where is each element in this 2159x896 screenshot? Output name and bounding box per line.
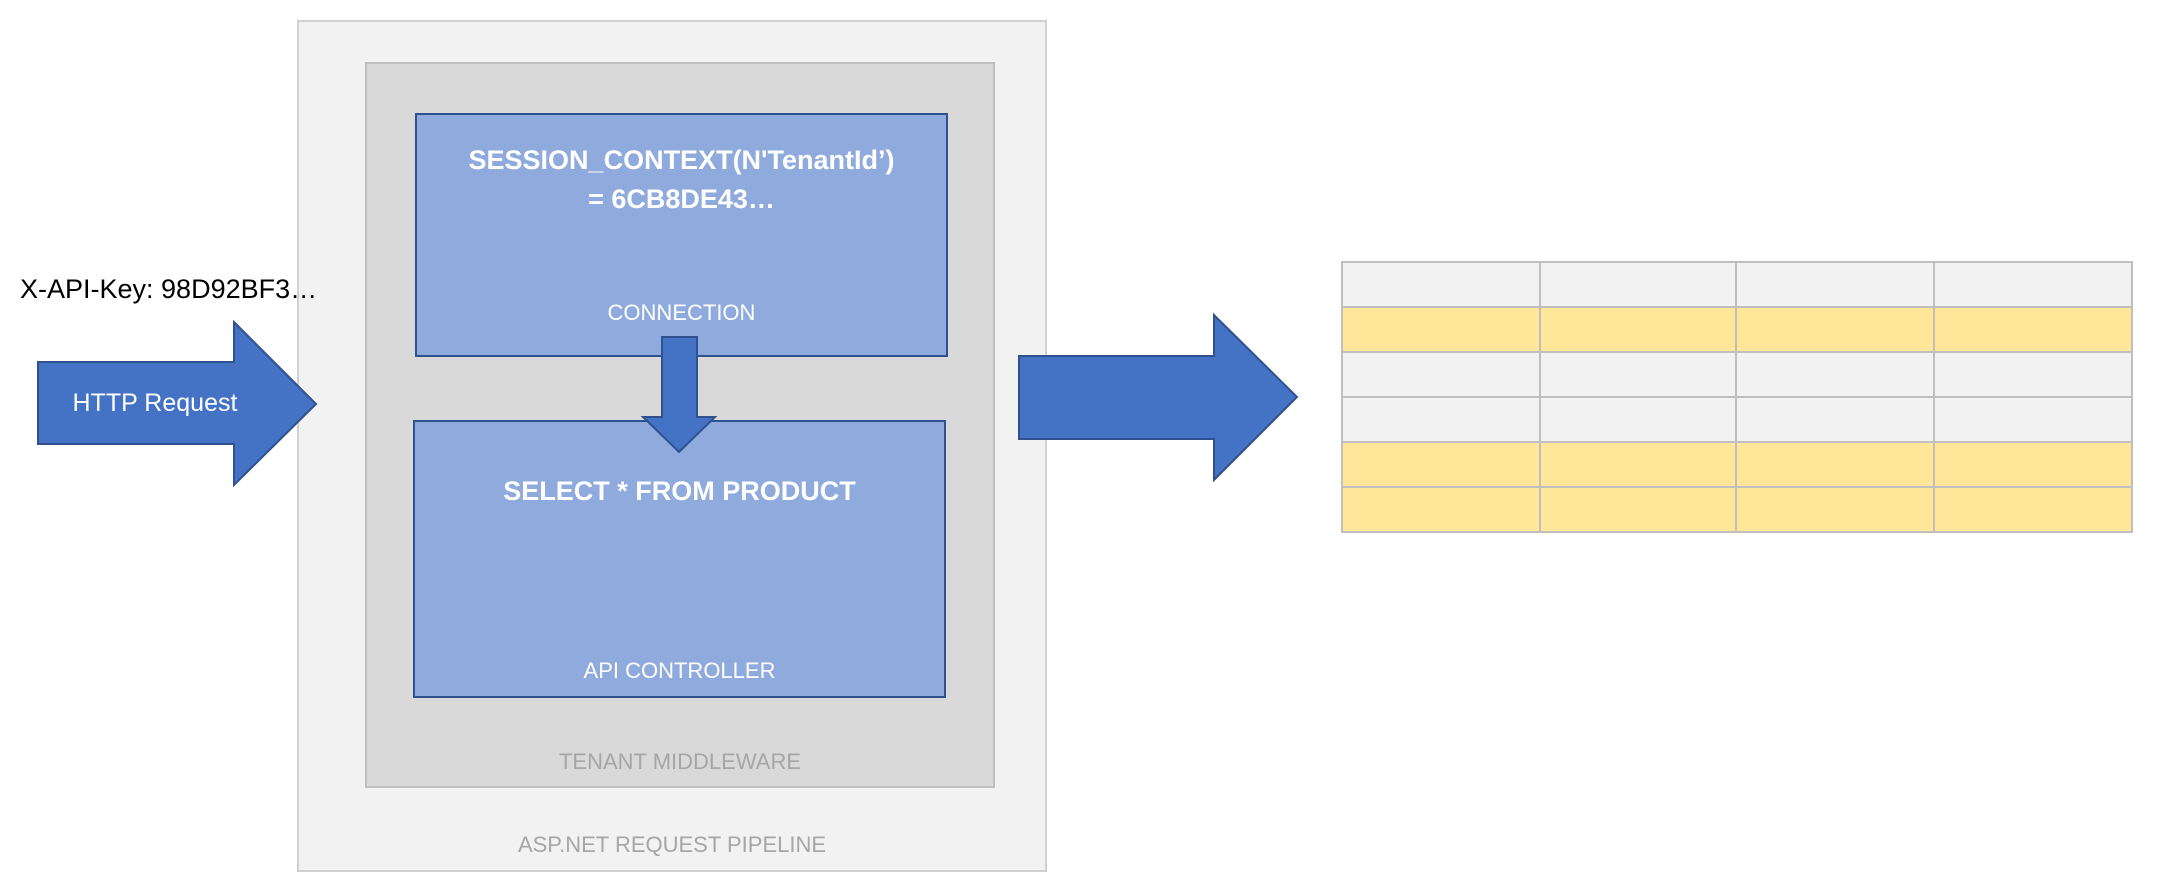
table-cell [1341,261,1541,308]
controller-box [413,420,946,698]
table-cell [1539,486,1737,533]
http-request-label: HTTP Request [72,389,238,417]
connection-label: CONNECTION [607,300,756,325]
table-cell [1933,396,2133,443]
table-cell [1933,441,2133,488]
table-cell [1933,261,2133,308]
table-cell [1735,306,1935,353]
table-cell [1539,261,1737,308]
session-context-line1: SESSION_CONTEXT(N'TenantId’) [468,145,895,175]
table-cell [1341,486,1541,533]
table-cell [1341,351,1541,398]
table-cell [1341,306,1541,353]
table-cell [1933,306,2133,353]
table-cell [1933,486,2133,533]
table-cell [1539,396,1737,443]
table-cell [1539,306,1737,353]
table-cell [1933,351,2133,398]
api-key-label: X-API-Key: 98D92BF3… [20,274,318,304]
result-arrow-icon [1018,312,1299,483]
table-cell [1735,396,1935,443]
table-cell [1735,351,1935,398]
table-cell [1735,486,1935,533]
http-request-arrow-icon [37,319,318,488]
table-cell [1735,261,1935,308]
table-cell [1341,441,1541,488]
session-context-line2: = 6CB8DE43… [588,184,775,214]
pipeline-label: ASP.NET REQUEST PIPELINE [517,832,827,857]
connection-box [415,113,948,357]
middleware-label: TENANT MIDDLEWARE [558,749,802,774]
result-table [1341,261,2133,533]
table-cell [1341,396,1541,443]
controller-query: SELECT * FROM PRODUCT [503,476,856,506]
controller-label: API CONTROLLER [583,658,776,683]
table-cell [1735,441,1935,488]
table-cell [1539,351,1737,398]
down-arrow-icon [640,336,718,454]
table-cell [1539,441,1737,488]
